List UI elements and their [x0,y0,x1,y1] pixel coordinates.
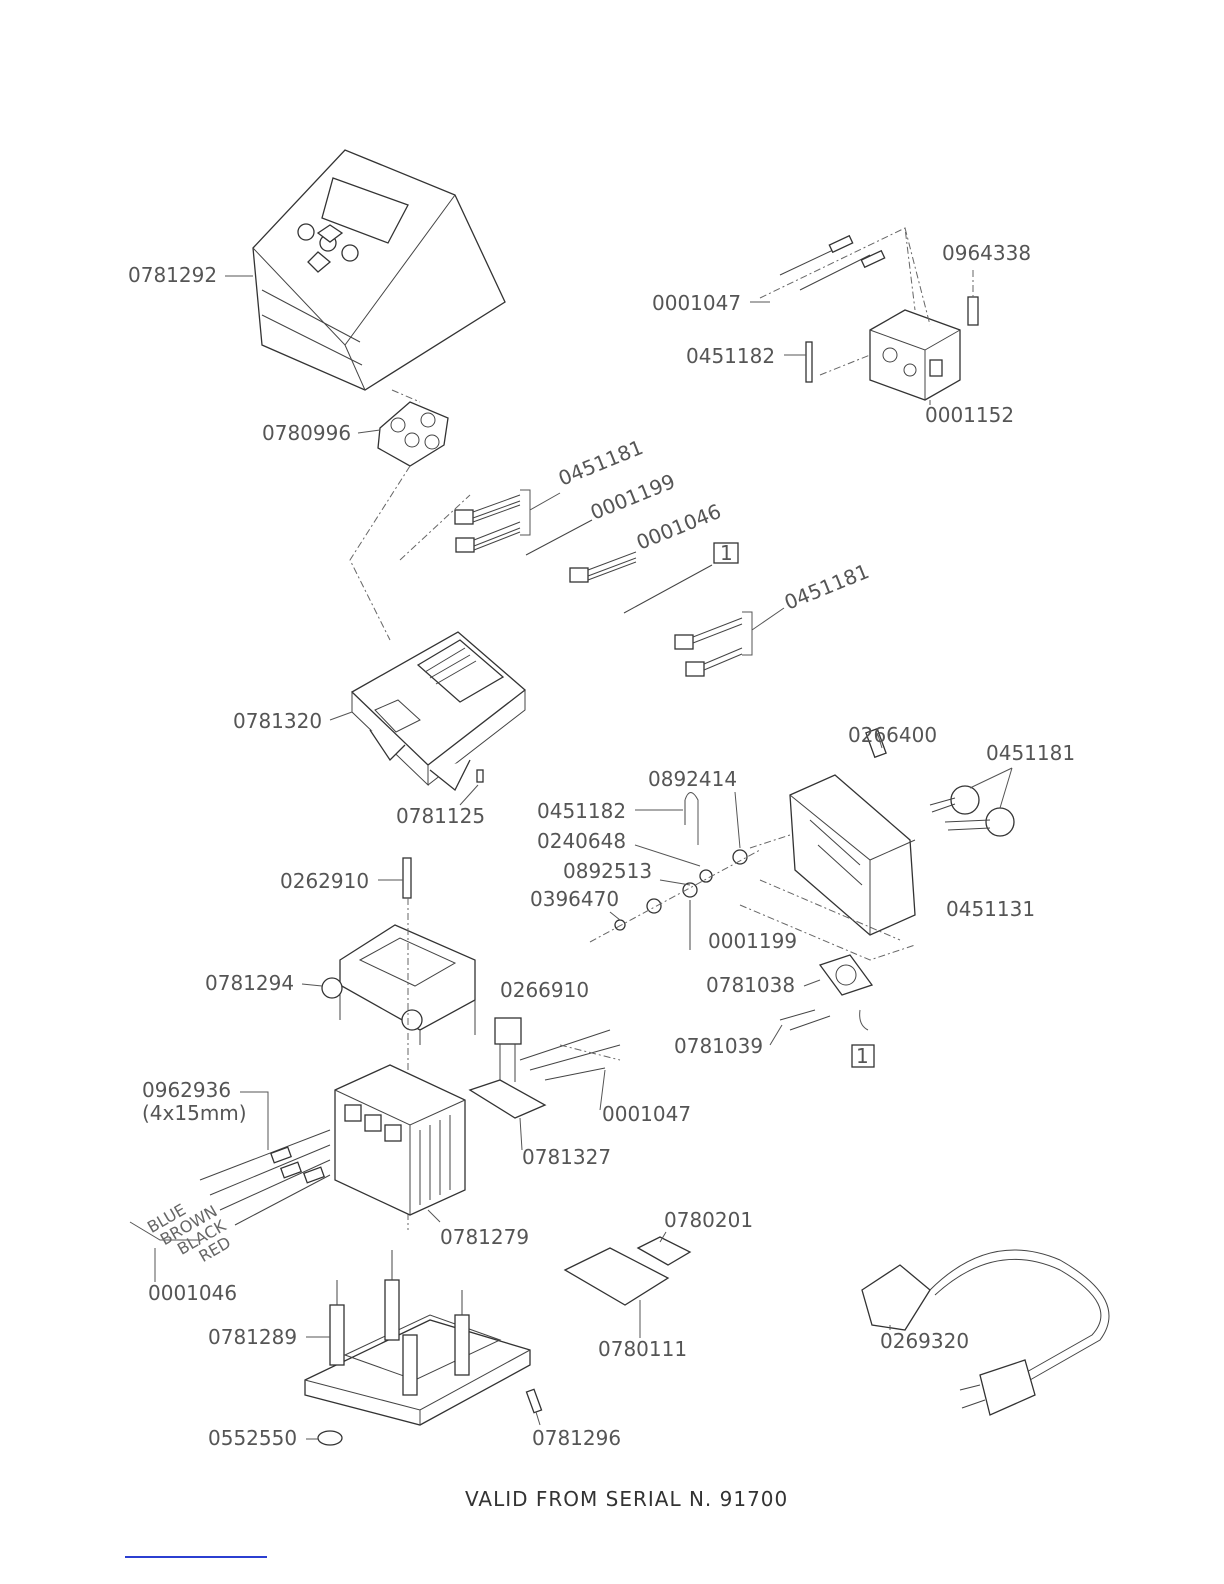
label-0781039: 0781039 [674,1034,763,1058]
label-0451182-top: 0451182 [686,344,775,368]
label-0892414: 0892414 [648,767,737,791]
bottom-link-underline[interactable] [125,1556,267,1558]
cooling-fan [779,954,875,1068]
label-0781294: 0781294 [205,971,294,995]
label-0266910: 0266910 [500,978,589,1002]
label-0451181-b: 0451181 [781,559,873,615]
transformer [129,1017,621,1241]
label-0781289: 0781289 [208,1325,297,1349]
label-0396470: 0396470 [530,887,619,911]
label-0266400: 0266400 [848,723,937,747]
mains-socket-block [759,227,979,401]
label-0781279: 0781279 [440,1225,529,1249]
control-board [350,631,527,792]
power-cord [861,1249,1110,1416]
label-0962936-size: (4x15mm) [142,1101,247,1125]
label-0001152: 0001152 [925,403,1014,427]
label-0262910: 0262910 [280,869,369,893]
label-ref-1-b: 1 [856,1044,869,1068]
label-ref-1-a: 1 [720,541,733,565]
label-0964338: 0964338 [942,241,1031,265]
label-0892513: 0892513 [563,859,652,883]
serial-validity-note: VALID FROM SERIAL N. 91700 [465,1487,788,1511]
label-0781296: 0781296 [532,1426,621,1450]
label-0001199-a: 0001199 [587,469,679,525]
label-0451182-mid: 0451182 [537,799,626,823]
label-0451181-a: 0451181 [555,435,647,491]
label-0780201: 0780201 [664,1208,753,1232]
connectors-upper [454,489,785,677]
label-0780996: 0780996 [262,421,351,445]
label-0781320: 0781320 [233,709,322,733]
label-0781125: 0781125 [396,804,485,828]
label-0451131: 0451131 [946,897,1035,921]
label-0001047-bottom: 0001047 [602,1102,691,1126]
label-0962936: 0962936 [142,1078,231,1102]
label-0240648: 0240648 [537,829,626,853]
rear-panel [739,727,1015,961]
label-0781292: 0781292 [128,263,217,287]
label-0001046-a: 0001046 [633,499,725,555]
wire-labels: BLUE BROWN BLACK RED [144,1200,234,1266]
label-0780111: 0780111 [598,1337,687,1361]
label-0001047-top: 0001047 [652,291,741,315]
label-0269320: 0269320 [880,1329,969,1353]
manual-sheets [563,1236,692,1306]
mid-hardware [589,792,761,950]
label-0451181-c: 0451181 [986,741,1075,765]
label-0001199-b: 0001199 [708,929,797,953]
transformer-bracket [321,857,476,1230]
label-0001046-b: 0001046 [148,1281,237,1305]
label-0781327: 0781327 [522,1145,611,1169]
keypad [377,401,449,467]
label-0552550: 0552550 [208,1426,297,1450]
base-plate [304,1250,543,1446]
label-0781038: 0781038 [706,973,795,997]
housing-cover [252,149,506,391]
